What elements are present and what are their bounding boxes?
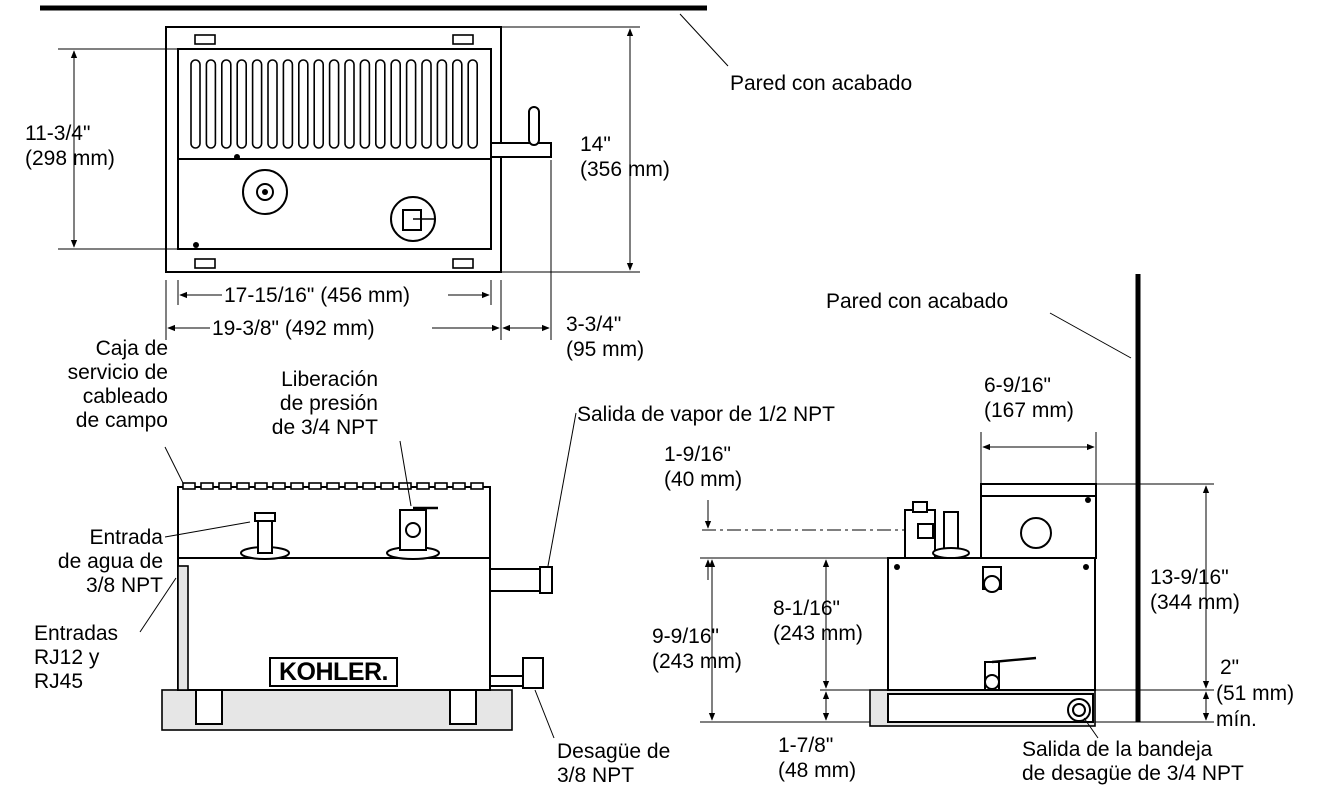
cover-rib xyxy=(182,482,196,490)
cover-louvers xyxy=(190,59,479,149)
brand-logo-text: KOHLER. xyxy=(279,658,389,686)
wall-leader-top xyxy=(679,13,729,67)
dim-top-offset: 1-9/16" xyxy=(664,443,731,466)
callout-drain-2: 3/8 NPT xyxy=(557,764,635,787)
dim-box-width-mm: (167 mm) xyxy=(984,399,1074,422)
cover-rib xyxy=(326,482,340,490)
callout-pressure-relief-1: Liberación xyxy=(281,368,378,391)
louver-slot xyxy=(344,59,355,149)
louver-slot xyxy=(282,59,294,149)
dim-outer-height-mm: (356 mm) xyxy=(580,158,670,181)
callout-steam-outlet: Salida de vapor de 1/2 NPT xyxy=(577,403,835,426)
louver-slot xyxy=(236,59,247,149)
dim-inner-height-side-mm: (243 mm) xyxy=(773,622,863,645)
brand-badge xyxy=(269,657,398,687)
drain-valve xyxy=(522,657,544,689)
cover-rib xyxy=(416,482,430,490)
dim-body-height: 9-9/16" xyxy=(652,625,719,648)
callout-water-inlet-2: de agua de xyxy=(57,550,163,573)
cover-rib xyxy=(344,482,358,490)
louver-slot xyxy=(421,59,432,149)
louver-slot xyxy=(251,59,263,149)
louver-slot xyxy=(451,59,463,149)
dim-box-width: 6-9/16" xyxy=(984,374,1051,397)
louver-slot xyxy=(436,59,448,149)
cover-rib xyxy=(308,482,322,490)
dim-min-clearance-mm: (51 mm) xyxy=(1216,682,1295,705)
cover-rib xyxy=(380,482,394,490)
callout-water-inlet-1: Entrada xyxy=(89,526,163,549)
cover-rib xyxy=(398,482,412,490)
dim-inner-width: 17-15/16" (456 mm) xyxy=(224,284,411,307)
cover-rib xyxy=(200,482,214,490)
side-pressure-relief xyxy=(904,509,936,559)
dim-inner-height-mm: (298 mm) xyxy=(25,147,115,170)
callout-rj-inputs-2: RJ12 y xyxy=(34,646,100,669)
louver-slot xyxy=(374,59,386,149)
cover-rib xyxy=(452,482,466,490)
dim-min-clearance: 2" xyxy=(1220,656,1240,679)
louver-slot xyxy=(221,59,232,149)
steam-outlet-pipe-top xyxy=(490,142,552,158)
dim-inner-height: 11-3/4" xyxy=(25,122,91,145)
louver-slot xyxy=(328,59,340,149)
callout-field-box-3: cableado xyxy=(82,385,168,408)
louver-slot xyxy=(205,59,217,149)
callout-field-box-4: de campo xyxy=(75,409,168,432)
dim-base-height: 1-7/8" xyxy=(778,734,834,757)
dim-total-height-mm: (344 mm) xyxy=(1150,591,1240,614)
cover-rib xyxy=(254,482,268,490)
side-view xyxy=(700,274,1214,739)
louver-slot xyxy=(359,59,371,149)
drain-pan xyxy=(887,693,1094,723)
dim-total-height: 13-9/16" xyxy=(1150,566,1229,589)
louver-slot xyxy=(297,59,309,149)
cover-rib xyxy=(362,482,376,490)
louver-slot xyxy=(190,59,201,149)
dim-outer-width: 19-3/8" (492 mm) xyxy=(212,317,375,340)
front-view xyxy=(139,412,577,739)
louver-slot xyxy=(267,59,278,149)
callout-water-inlet-3: 3/8 NPT xyxy=(85,574,163,597)
louver-slot xyxy=(405,59,417,149)
callout-pressure-relief-2: de presión xyxy=(279,392,378,415)
cover-rib xyxy=(290,482,304,490)
louver-slot xyxy=(313,59,325,149)
callout-rj-inputs-1: Entradas xyxy=(34,622,119,645)
callout-drain-pan-outlet-2: de desagüe de 3/4 NPT xyxy=(1022,762,1244,785)
rj-inputs-panel xyxy=(177,565,189,691)
finished-wall-label-side: Pared con acabado xyxy=(826,290,1009,313)
callout-rj-inputs-3: RJ45 xyxy=(34,670,84,693)
dim-body-height-mm: (243 mm) xyxy=(652,650,742,673)
callout-drain-pan-outlet-1: Salida de la bandeja xyxy=(1022,738,1213,761)
dim-base-height-mm: (48 mm) xyxy=(778,759,857,782)
dim-wall-offset-mm: (95 mm) xyxy=(566,338,645,361)
callout-pressure-relief-3: de 3/4 NPT xyxy=(271,416,378,439)
dim-inner-height-side: 8-1/16" xyxy=(773,597,840,620)
front-cover xyxy=(177,486,491,559)
cover-rib xyxy=(470,482,484,490)
dim-outer-height: 14" xyxy=(580,133,611,156)
dim-min-clearance-note: mín. xyxy=(1216,708,1257,731)
cover-rib xyxy=(272,482,286,490)
dim-top-offset-mm: (40 mm) xyxy=(664,468,743,491)
cover-rib xyxy=(236,482,250,490)
callout-field-box-2: servicio de xyxy=(67,361,168,384)
dim-wall-offset: 3-3/4" xyxy=(566,313,622,336)
callout-field-box-1: Caja de xyxy=(95,337,168,360)
louver-slot xyxy=(390,59,402,149)
cover-rib xyxy=(218,482,232,490)
callout-drain-1: Desagüe de xyxy=(557,740,671,763)
top-view xyxy=(40,5,729,340)
front-cover-ribs xyxy=(182,482,484,490)
finished-wall-label-top: Pared con acabado xyxy=(730,72,913,95)
louver-slot xyxy=(467,59,479,149)
cover-rib xyxy=(434,482,448,490)
